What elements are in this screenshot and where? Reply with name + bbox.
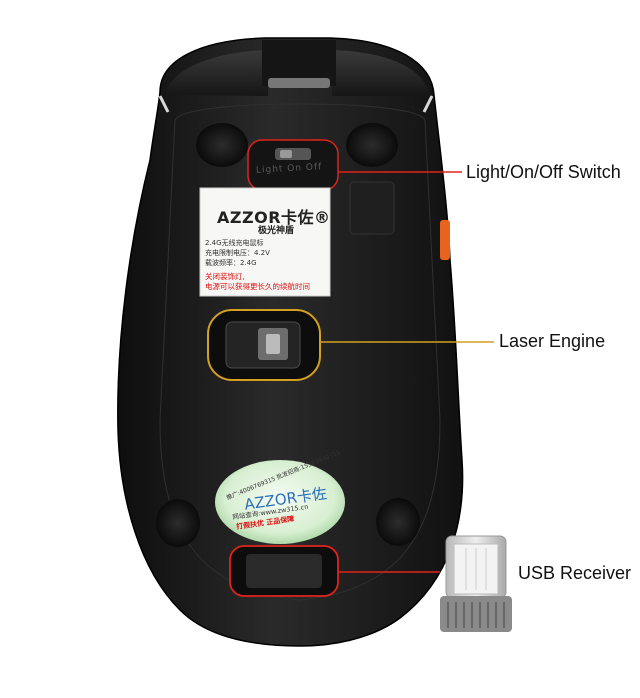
sticker-warning-line: 关闭装饰灯, [205, 272, 245, 281]
side-accent [440, 220, 450, 260]
callout-label-usb: USB Receiver [518, 563, 632, 583]
sticker-warning-line: 电源可以获得更长久的续航时间 [205, 282, 310, 291]
sticker-spec-line: 充电限制电压：4.2V [205, 249, 270, 257]
laser-engine [207, 309, 321, 381]
product-sticker [199, 187, 331, 297]
power-switch [247, 139, 339, 191]
sticker-brand: AZZOR卡佐® [217, 208, 331, 227]
sticker-spec-line: 2.4G无线充电鼠标 [205, 239, 264, 247]
callout-label-switch: Light/On/Off Switch [466, 162, 621, 182]
battery-cover [349, 181, 395, 235]
usb-slot [229, 545, 339, 597]
feet-pads [156, 123, 420, 547]
sticker-spec-line: 载波频率：2.4G [205, 259, 257, 267]
callout-label-laser: Laser Engine [499, 331, 606, 351]
usb-receiver [440, 535, 512, 632]
anti-fake-sticker [215, 460, 345, 544]
cable-port [268, 78, 330, 88]
sticker-subtitle: 极光神盾 [258, 226, 295, 236]
